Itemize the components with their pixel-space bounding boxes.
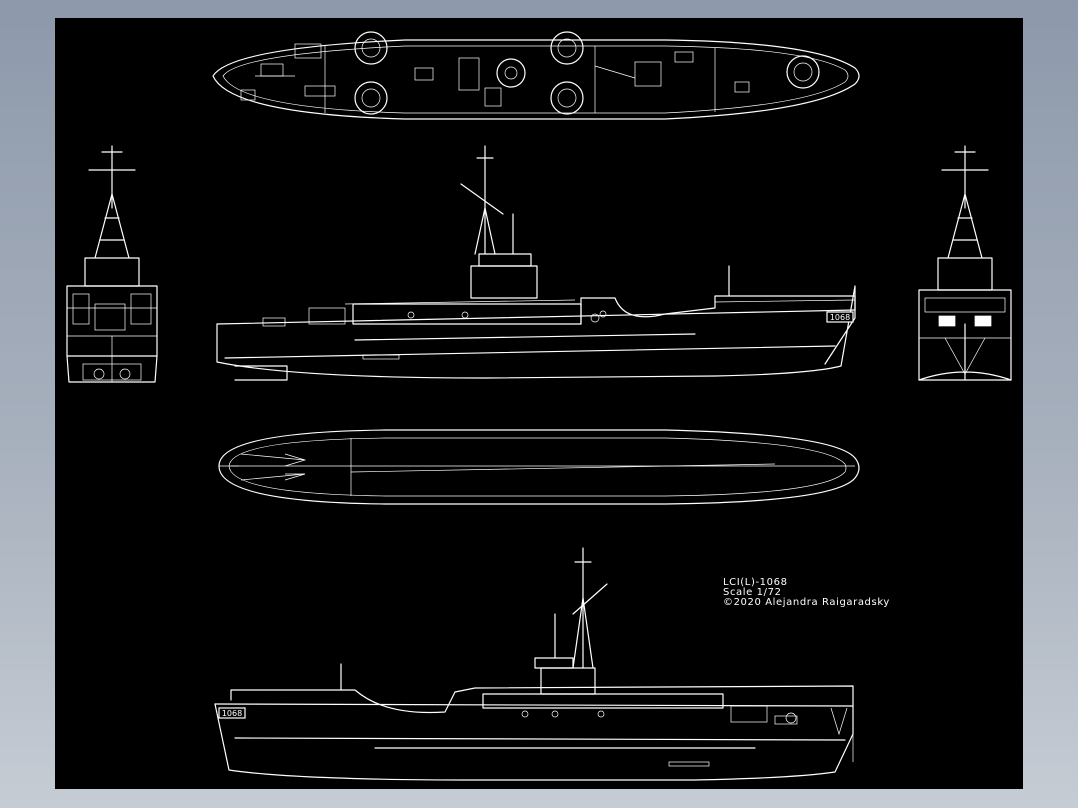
drawing-scale: Scale 1/72 — [723, 587, 782, 598]
drawing-canvas: 1068 — [55, 18, 1023, 789]
top-deck-plan — [212, 31, 860, 120]
starboard-side-elevation: 1068 — [214, 547, 854, 781]
deck-gun-tub — [354, 31, 820, 115]
bow-number-marking: 1068 — [218, 707, 246, 719]
aft-mast — [572, 547, 608, 669]
vessel-name: LCI(L)-1068 — [723, 577, 788, 588]
title-block: LCI(L)-1068 Scale 1/72 ©2020 Alejandra R… — [723, 578, 890, 608]
hull-number-port: 1068 — [830, 313, 850, 322]
port-side-elevation: 1068 — [216, 145, 856, 381]
ship-blueprint: 1068 — [66, 31, 1012, 781]
hull-bottom-plan — [218, 429, 860, 505]
stern-end-elevation — [918, 145, 1012, 381]
copyright-line: ©2020 Alejandra Raigaradsky — [723, 597, 890, 608]
bow-end-elevation — [66, 145, 158, 383]
hull-number-starboard: 1068 — [222, 709, 242, 718]
bow-number-marking: 1068 — [826, 311, 854, 323]
forward-mast — [460, 145, 504, 255]
